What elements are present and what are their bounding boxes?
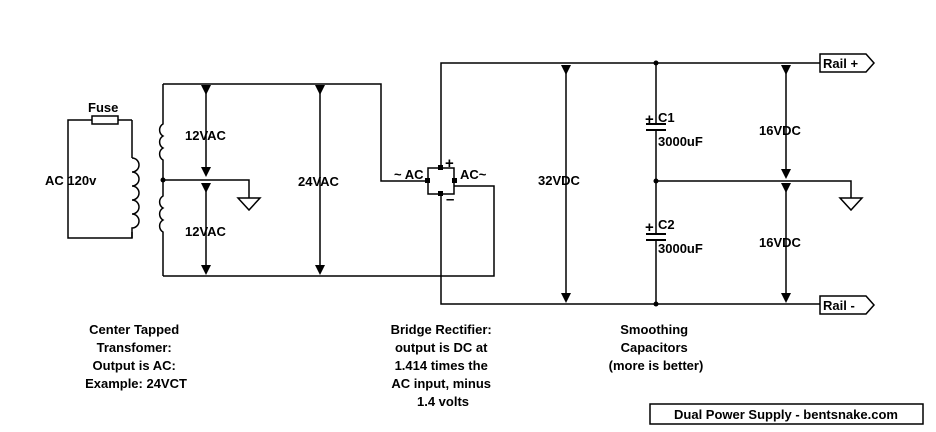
- footer-label: Dual Power Supply - bentsnake.com: [674, 407, 898, 422]
- rail-plus-label: Rail +: [823, 56, 858, 71]
- fuse-label: Fuse: [88, 100, 118, 115]
- fuse-symbol: [91, 115, 119, 125]
- footer-box: [649, 403, 924, 425]
- secondary-total-label: 24VAC: [298, 174, 340, 189]
- c1-value-label: 3000uF: [658, 134, 703, 149]
- capacitors-caption: Smoothing Capacitors (more is better): [609, 322, 704, 373]
- secondary-bottom-label: 12VAC: [185, 224, 227, 239]
- bridge-ac-left-label: ~ AC: [394, 167, 424, 182]
- rail-minus-terminal: [819, 295, 876, 315]
- rail-minus-label: Rail -: [823, 298, 855, 313]
- transformer-caption: Center Tapped Transfomer: Output is AC: …: [85, 322, 187, 391]
- bridge-plus-label: +: [445, 155, 454, 172]
- bridge-minus-label: –: [446, 191, 454, 208]
- rail-plus-terminal: [819, 53, 876, 73]
- c1-name-label: C1: [658, 110, 675, 125]
- bridge-caption: Bridge Rectifier: output is DC at 1.414 …: [391, 322, 496, 409]
- bridge-rectifier: [425, 62, 873, 305]
- c1-plus-label: +: [645, 111, 654, 128]
- rail-top-voltage-label: 16VDC: [759, 123, 802, 138]
- secondary-top-label: 12VAC: [185, 128, 227, 143]
- ground-symbol-right: [838, 197, 864, 212]
- c2-value-label: 3000uF: [658, 241, 703, 256]
- primary-circuit: [67, 115, 140, 239]
- capacitor-bank: [646, 60, 864, 307]
- bridge-ac-right-label: AC~: [460, 167, 487, 182]
- dc-total-label: 32VDC: [538, 173, 581, 188]
- ac-input-label: AC 120v: [45, 173, 97, 188]
- transformer-secondary: [158, 83, 495, 277]
- rail-bottom-voltage-label: 16VDC: [759, 235, 802, 250]
- ground-symbol-left: [236, 197, 262, 212]
- primary-coil: [131, 157, 140, 238]
- c2-name-label: C2: [658, 217, 675, 232]
- c2-plus-label: +: [645, 219, 654, 236]
